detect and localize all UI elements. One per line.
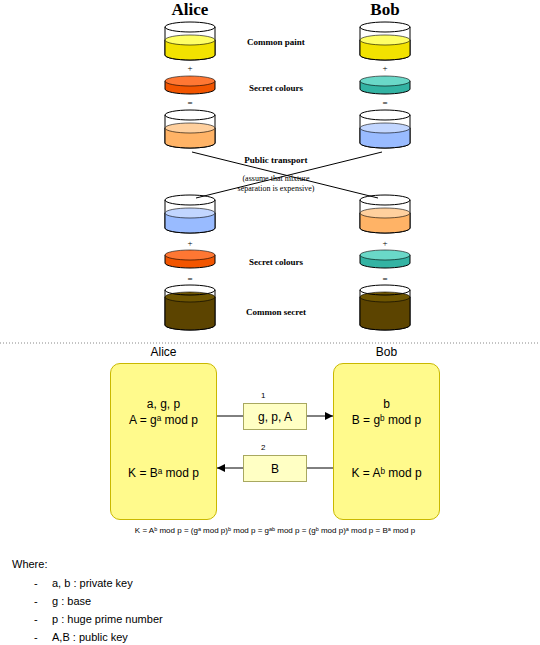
node-text: A = gᵃ mod p [111, 413, 216, 427]
paint-can [165, 285, 215, 330]
note-text: (assume that mixture separation is expen… [236, 174, 316, 194]
plus-sign: + [180, 238, 200, 248]
node-text: K = Bᵃ mod p [111, 466, 216, 480]
formula: K = Aᵇ mod p = (gᵃ mod p)ᵇ mod p = gᵃᵇ m… [60, 526, 490, 535]
secret-colour-disk [360, 250, 410, 268]
transport-lines [192, 152, 382, 198]
message-arrow [307, 468, 333, 469]
list-dash: - [34, 613, 38, 625]
party-name: Alice [111, 345, 216, 359]
equals-sign: = [180, 98, 200, 108]
step-caption: Common secret [226, 307, 326, 317]
party-name: Bob [334, 345, 439, 359]
list-dash: - [34, 577, 38, 589]
message-box: 1g, p, A [243, 403, 307, 430]
paint-can [360, 285, 410, 330]
dotted-separator [0, 343, 540, 344]
step-number: 2 [261, 443, 265, 452]
message-arrow [217, 464, 243, 472]
secret-colour-disk [165, 250, 215, 268]
node-text: g, p, A [244, 410, 306, 424]
step-caption: Public transport [226, 155, 326, 165]
plus-sign: + [375, 63, 395, 73]
paint-can [165, 22, 215, 60]
node-text: b [334, 397, 439, 411]
step-number: 1 [261, 391, 265, 400]
equals-sign: = [180, 274, 200, 284]
secret-colour-disk [360, 76, 410, 94]
paint-can [165, 195, 215, 233]
step-caption: Common paint [226, 37, 326, 47]
plus-sign: + [180, 63, 200, 73]
connector-line [307, 416, 333, 417]
secret-colour-disk [165, 76, 215, 94]
paint-can [360, 195, 410, 233]
party-title: Bob [345, 0, 425, 20]
connector-line [307, 468, 333, 469]
definition: A,B : public key [52, 631, 128, 643]
message-arrow [217, 416, 243, 417]
definition: p : huge prime number [52, 613, 163, 625]
message-box: 2B [243, 455, 307, 482]
equals-sign: = [375, 274, 395, 284]
arrow-head [217, 464, 225, 472]
party-title: Alice [150, 0, 230, 20]
node-text: K = Aᵇ mod p [334, 466, 439, 480]
node-text: B = gᵇ mod p [334, 413, 439, 427]
plus-sign: + [375, 238, 395, 248]
equals-sign: = [375, 98, 395, 108]
party-box: Alicea, g, pA = gᵃ mod pK = Bᵃ mod p [110, 363, 217, 520]
message-arrow [307, 412, 333, 420]
legend-heading: Where: [12, 558, 47, 570]
definition: g : base [52, 595, 91, 607]
node-text: B [244, 462, 306, 476]
paint-can [360, 22, 410, 60]
paint-can [360, 110, 410, 148]
party-box: BobbB = gᵇ mod pK = Aᵇ mod p [333, 363, 440, 520]
connector-line [217, 416, 243, 417]
connector-line [217, 468, 243, 469]
list-dash: - [34, 631, 38, 643]
paint-can [165, 110, 215, 148]
step-caption: Secret colours [226, 257, 326, 267]
node-text: a, g, p [111, 397, 216, 411]
step-caption: Secret colours [226, 83, 326, 93]
arrow-head [325, 412, 333, 420]
definition: a, b : private key [52, 577, 133, 589]
list-dash: - [34, 595, 38, 607]
